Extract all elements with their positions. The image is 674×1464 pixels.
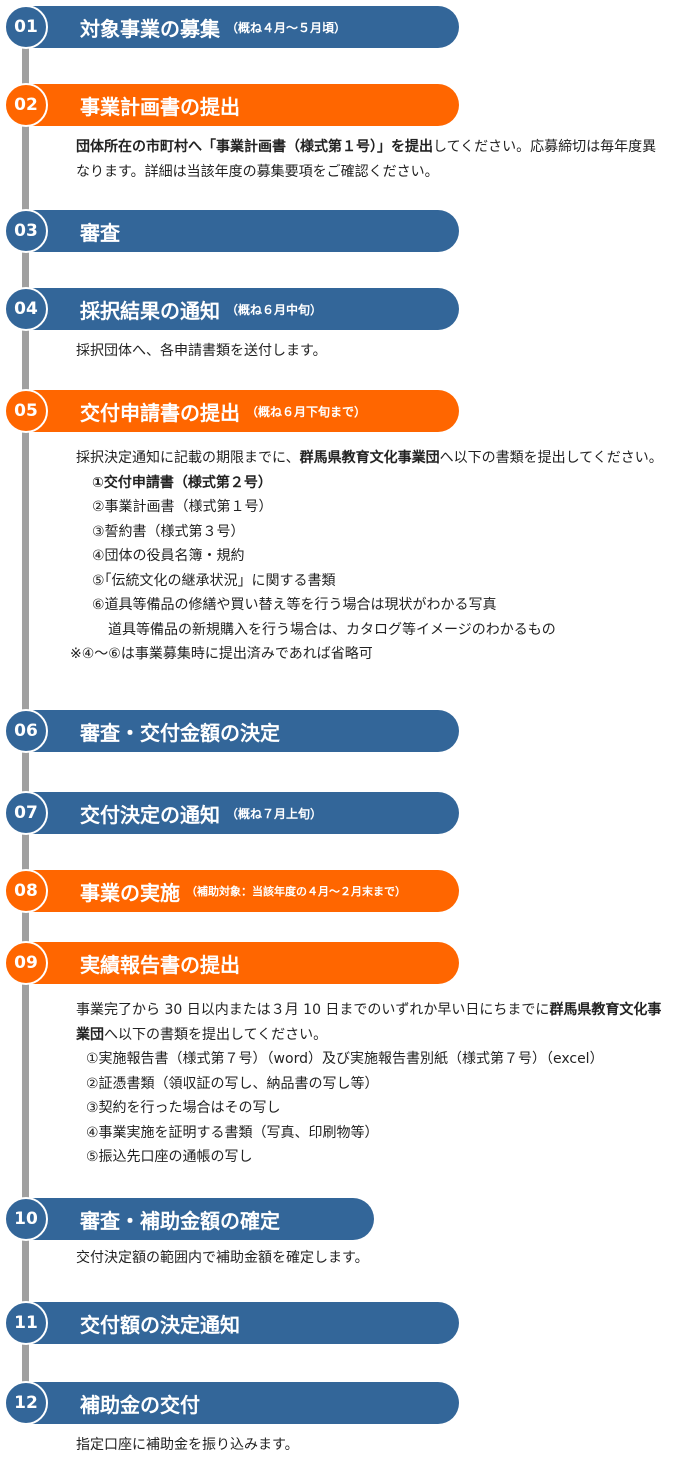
step-number: 07: [4, 791, 48, 835]
step-number: 08: [4, 869, 48, 913]
step-title: 補助金の交付: [80, 1392, 200, 1417]
doc-item: ①交付申請書（様式第２号）: [92, 474, 272, 491]
doc-item: ④事業実施を証明する書類（写真、印刷物等）: [86, 1124, 379, 1141]
step-title: 交付申請書の提出: [80, 400, 240, 425]
step-04-text: 採択団体へ、各申請書類を送付します。: [76, 343, 327, 359]
doc-item: ②証憑書類（領収証の写し、納品書の写し等）: [86, 1075, 379, 1092]
step-number: 05: [4, 389, 48, 433]
body-text: へ以下の書類を提出してください。: [104, 1026, 328, 1043]
step-subtitle: （概ね４月～５月頃）: [226, 20, 347, 35]
step-subtitle: （補助対象：当該年度の４月～２月末まで）: [186, 885, 406, 898]
step-title: 事業の実施: [80, 880, 180, 905]
body-text: 事業完了から 30 日以内または３月 10 日までのいずれか早い日にちまでに: [76, 1002, 550, 1018]
body-text: 採択決定通知に記載の期限までに、: [76, 450, 300, 466]
bold-text: 団体所在の市町村へ「事業計画書（様式第１号）」を提出: [76, 139, 433, 155]
step-subtitle: （概ね６月中旬）: [226, 302, 323, 317]
step-02-text: 団体所在の市町村へ「事業計画書（様式第１号）」を提出してください。応募締切は毎年…: [76, 135, 666, 184]
step-title: 交付決定の通知: [80, 802, 220, 827]
step-09-text: 事業完了から 30 日以内または３月 10 日までのいずれか早い日にちまでに群馬…: [76, 998, 666, 1170]
bold-text: 群馬県教育文化事業団: [76, 1002, 662, 1043]
step-number: 09: [4, 941, 48, 985]
step-05-text: 採択決定通知に記載の期限までに、群馬県教育文化事業団へ以下の書類を提出してくださ…: [70, 446, 666, 667]
body-text: へ以下の書類を提出してください。: [439, 450, 663, 466]
step-title: 審査・補助金額の確定: [80, 1208, 280, 1233]
doc-item: ①実施報告書（様式第７号）（word）及び実施報告書別紙（様式第７号）（exce…: [86, 1051, 604, 1067]
doc-item: ⑤振込先口座の通帳の写し: [86, 1149, 253, 1165]
note: ※④～⑥は事業募集時に提出済みであれば省略可: [70, 646, 373, 662]
doc-item: ⑤｢伝統文化の継承状況」に関する書類: [92, 572, 336, 589]
step-number: 04: [4, 287, 48, 331]
step-number: 11: [4, 1301, 48, 1345]
step-title: 採択結果の通知: [80, 298, 220, 323]
doc-item: ④団体の役員名簿・規約: [92, 548, 245, 564]
step-number: 10: [4, 1197, 48, 1241]
step-12-text: 指定口座に補助金を振り込みます。: [76, 1437, 299, 1453]
doc-item: 道具等備品の新規購入を行う場合は、カタログ等イメージのわかるもの: [108, 621, 556, 638]
doc-item: ⑥道具等備品の修繕や買い替え等を行う場合は現状がわかる写真: [92, 597, 497, 613]
step-title: 審査: [80, 220, 120, 245]
step-title: 実績報告書の提出: [80, 952, 240, 977]
step-10-text: 交付決定額の範囲内で補助金額を確定します。: [76, 1250, 369, 1266]
step-subtitle: （概ね６月下旬まで）: [246, 404, 367, 419]
step-number: 03: [4, 209, 48, 253]
bold-text: 群馬県教育文化事業団: [299, 450, 440, 466]
doc-item: ②事業計画書（様式第１号）: [92, 499, 273, 515]
doc-item: ③誓約書（様式第３号）: [92, 523, 245, 540]
step-number: 12: [4, 1381, 48, 1425]
step-number: 01: [4, 5, 48, 49]
step-title: 交付額の決定通知: [80, 1312, 240, 1337]
body-text: してください。応募締切は毎年度異なります。詳細は当該年度の募集要項をご確認くださ…: [76, 139, 657, 180]
step-number: 02: [4, 83, 48, 127]
step-title: 事業計画書の提出: [80, 94, 240, 119]
step-number: 06: [4, 709, 48, 753]
step-title: 対象事業の募集: [80, 16, 220, 41]
step-subtitle: （概ね７月上旬）: [226, 806, 323, 821]
doc-item: ③契約を行った場合はその写し: [86, 1100, 281, 1116]
step-title: 審査・交付金額の決定: [80, 720, 280, 745]
